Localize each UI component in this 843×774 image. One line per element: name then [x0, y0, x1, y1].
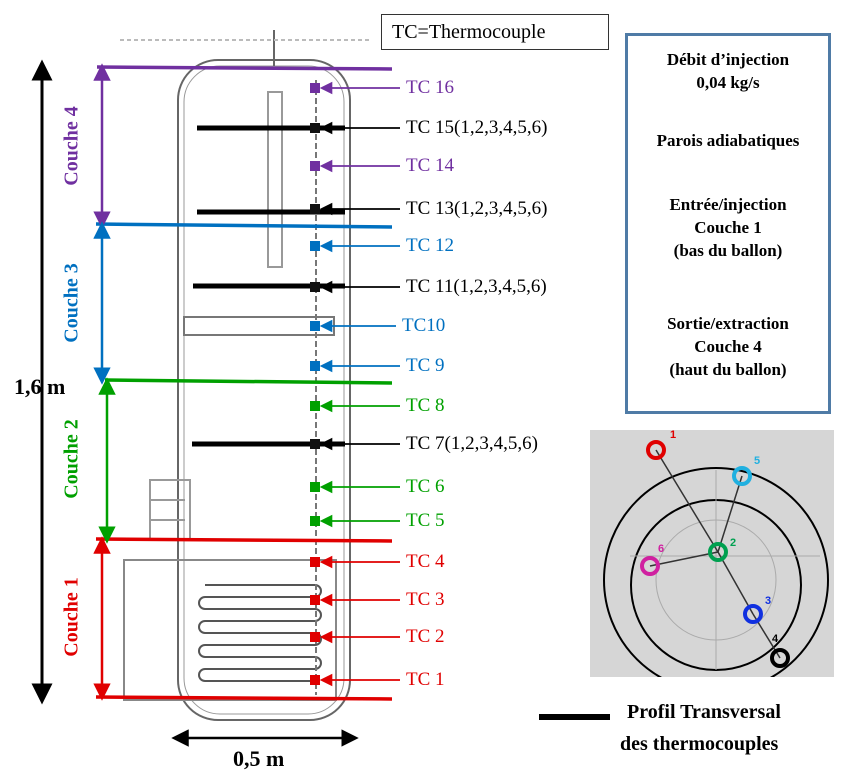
probe-ring — [646, 440, 666, 460]
probe-number: 4 — [772, 633, 779, 645]
couche-4-label: Couche 4 — [60, 106, 83, 186]
thermocouple-label: TC 15(1,2,3,4,5,6) — [406, 117, 548, 138]
profile-caption-2: des thermocouples — [620, 733, 779, 755]
thermocouple-label: TC 9 — [406, 355, 445, 376]
thermocouple-markers — [310, 81, 400, 687]
probe-number: 3 — [765, 595, 771, 607]
thermocouple-label: TC 14 — [406, 155, 455, 176]
probe-ring — [708, 542, 728, 562]
probe-ring — [770, 648, 790, 668]
couche-2-label: Couche 2 — [60, 419, 83, 499]
thermocouple-label: TC 2 — [406, 626, 445, 647]
inlet-line-2: Couche 1 — [694, 218, 762, 237]
height-label: 1,6 m — [14, 374, 66, 399]
profile-caption-1: Profil Transversal — [627, 701, 781, 723]
flow-title: Débit d’injection — [666, 50, 790, 69]
couche-1-label: Couche 1 — [60, 577, 83, 657]
thermocouple-label: TC 12 — [406, 235, 455, 256]
thermocouple-label: TC 3 — [406, 589, 445, 610]
probe-number: 1 — [670, 430, 676, 441]
probe-ring — [743, 604, 763, 624]
thermocouple-sensor — [310, 241, 320, 251]
probe-number: 6 — [658, 543, 664, 555]
thermocouple-sensor — [310, 632, 320, 642]
couche-arrows — [93, 63, 116, 701]
thermocouple-sensor — [310, 401, 320, 411]
inlet-line-3: (bas du ballon) — [673, 241, 783, 260]
flow-value: 0,04 kg/s — [696, 73, 760, 92]
legend-note-text: TC=Thermocouple — [392, 21, 546, 43]
tank-outline — [120, 30, 370, 721]
info-box: Débit d’injection 0,04 kg/s Parois adiab… — [625, 33, 831, 414]
thermocouple-sensor — [310, 204, 320, 214]
probe-ring — [640, 556, 660, 576]
probe-number: 5 — [754, 455, 760, 467]
legend-note: TC=Thermocouple — [381, 14, 609, 50]
thermocouple-label: TC 6 — [406, 476, 445, 497]
thermocouple-sensor — [310, 123, 320, 133]
inlet-line-1: Entrée/injection — [669, 195, 787, 214]
thermocouple-sensor — [310, 595, 320, 605]
thermocouple-label: TC 16 — [406, 77, 455, 98]
thermocouple-sensor — [310, 321, 320, 331]
thermocouple-sensor — [310, 482, 320, 492]
outlet-line-2: Couche 4 — [694, 337, 762, 356]
thermocouple-sensor — [310, 282, 320, 292]
thermocouple-sensor — [310, 439, 320, 449]
thermocouple-label: TC 11(1,2,3,4,5,6) — [406, 276, 547, 297]
profile-cross-section: 1 2 3 4 5 6 — [590, 429, 834, 693]
probe-ring — [732, 466, 752, 486]
thermocouple-sensor — [310, 161, 320, 171]
outlet-line-1: Sortie/extraction — [667, 314, 789, 333]
couche-3-label: Couche 3 — [60, 263, 83, 343]
thermocouple-label: TC 5 — [406, 510, 445, 531]
thermocouple-label: TC 4 — [406, 551, 445, 572]
thermocouple-label: TC 8 — [406, 395, 445, 416]
thermocouple-sensor — [310, 557, 320, 567]
thermocouple-sensor — [310, 516, 320, 526]
heat-exchanger-coil — [198, 584, 322, 682]
outlet-line-3: (haut du ballon) — [669, 360, 787, 379]
walls-text: Parois adiabatiques — [656, 131, 800, 150]
thermocouple-sensor — [310, 675, 320, 685]
thermocouple-label: TC 7(1,2,3,4,5,6) — [406, 433, 538, 454]
probe-number: 2 — [730, 537, 736, 549]
profile-drawing: 1 2 3 4 5 6 — [603, 429, 829, 693]
thermocouple-label: TC 1 — [406, 669, 445, 690]
thermocouple-label: TC10 — [402, 315, 446, 336]
layer-boundaries — [95, 65, 393, 701]
thermocouple-sensor — [310, 83, 320, 93]
width-label: 0,5 m — [233, 746, 285, 771]
thermocouple-label: TC 13(1,2,3,4,5,6) — [406, 198, 548, 219]
thermocouple-sensor — [310, 361, 320, 371]
